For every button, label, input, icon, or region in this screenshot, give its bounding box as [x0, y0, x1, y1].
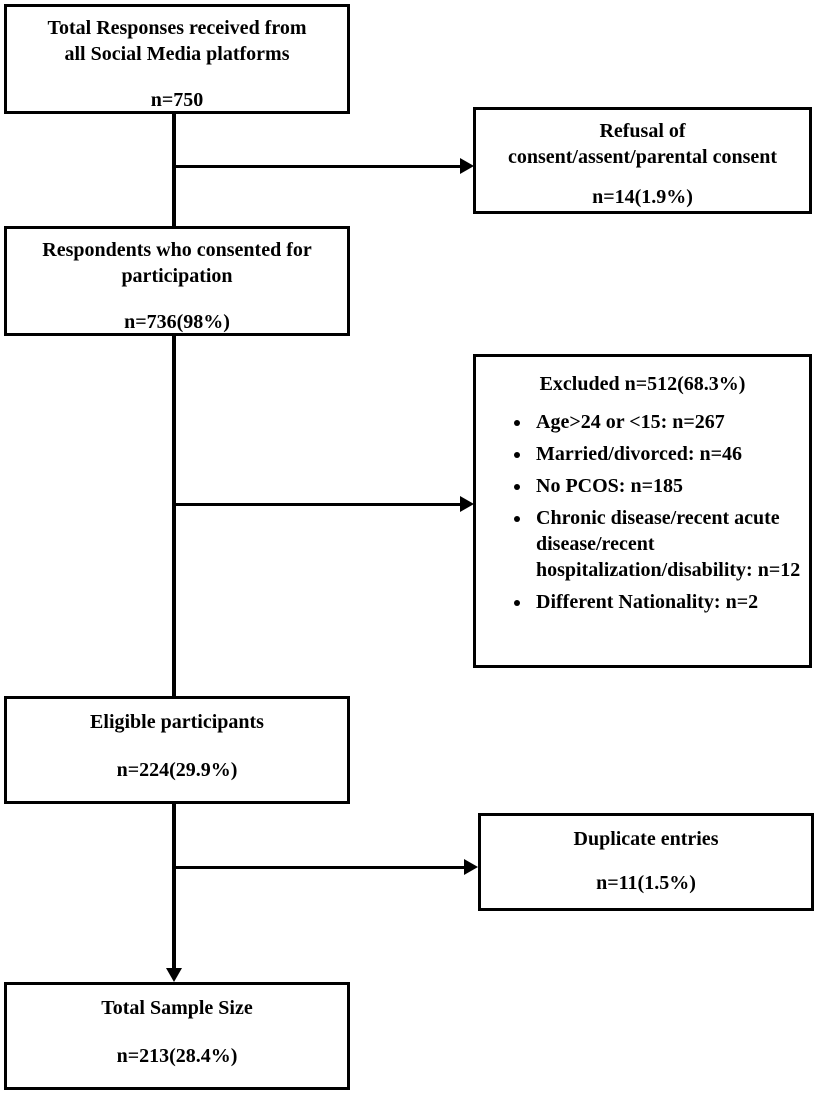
arrow-to-total-sample	[166, 968, 182, 982]
refusal-count: n=14(1.9%)	[592, 186, 693, 208]
connector-to-refusal	[174, 165, 460, 168]
connector-main-2	[172, 334, 176, 696]
total-responses-line1: Total Responses received from	[47, 17, 307, 39]
total-sample-count: n=213(28.4%)	[116, 1045, 238, 1067]
box-eligible: Eligible participants n=224(29.9%)	[4, 696, 350, 804]
connector-main-1	[172, 112, 176, 226]
connector-to-excluded	[174, 503, 460, 506]
total-responses-count: n=750	[150, 89, 204, 111]
consented-count: n=736(98%)	[124, 311, 230, 333]
excluded-reason-nationality: Different Nationality: n=2	[532, 589, 809, 615]
eligible-count: n=224(29.9%)	[116, 759, 238, 781]
box-consented: Respondents who consented for participat…	[4, 226, 350, 336]
consented-line2: participation	[121, 265, 233, 287]
total-sample-title: Total Sample Size	[101, 997, 253, 1019]
box-total-sample: Total Sample Size n=213(28.4%)	[4, 982, 350, 1090]
excluded-reason-age: Age>24 or <15: n=267	[532, 409, 809, 435]
arrow-to-refusal	[460, 158, 474, 174]
duplicates-count: n=11(1.5%)	[596, 872, 696, 894]
excluded-reasons-list: Age>24 or <15: n=267 Married/divorced: n…	[476, 409, 809, 615]
refusal-line2: consent/assent/parental consent	[507, 146, 778, 168]
box-excluded: Excluded n=512(68.3%) Age>24 or <15: n=2…	[473, 354, 812, 668]
arrow-to-duplicates	[464, 859, 478, 875]
refusal-line1: Refusal of	[599, 120, 686, 142]
duplicates-title: Duplicate entries	[573, 828, 719, 850]
arrow-to-excluded	[460, 496, 474, 512]
excluded-reason-chronic-disease: Chronic disease/recent acute disease/rec…	[532, 505, 809, 583]
excluded-title: Excluded n=512(68.3%)	[539, 373, 746, 395]
excluded-reason-married: Married/divorced: n=46	[532, 441, 809, 467]
consented-line1: Respondents who consented for	[42, 239, 312, 261]
total-responses-line2: all Social Media platforms	[64, 43, 290, 65]
eligible-title: Eligible participants	[90, 711, 264, 733]
connector-main-3	[172, 802, 176, 970]
box-duplicates: Duplicate entries n=11(1.5%)	[478, 813, 814, 911]
excluded-reason-no-pcos: No PCOS: n=185	[532, 473, 809, 499]
box-refusal: Refusal of consent/assent/parental conse…	[473, 107, 812, 214]
connector-to-duplicates	[174, 866, 464, 869]
box-total-responses: Total Responses received from all Social…	[4, 4, 350, 114]
